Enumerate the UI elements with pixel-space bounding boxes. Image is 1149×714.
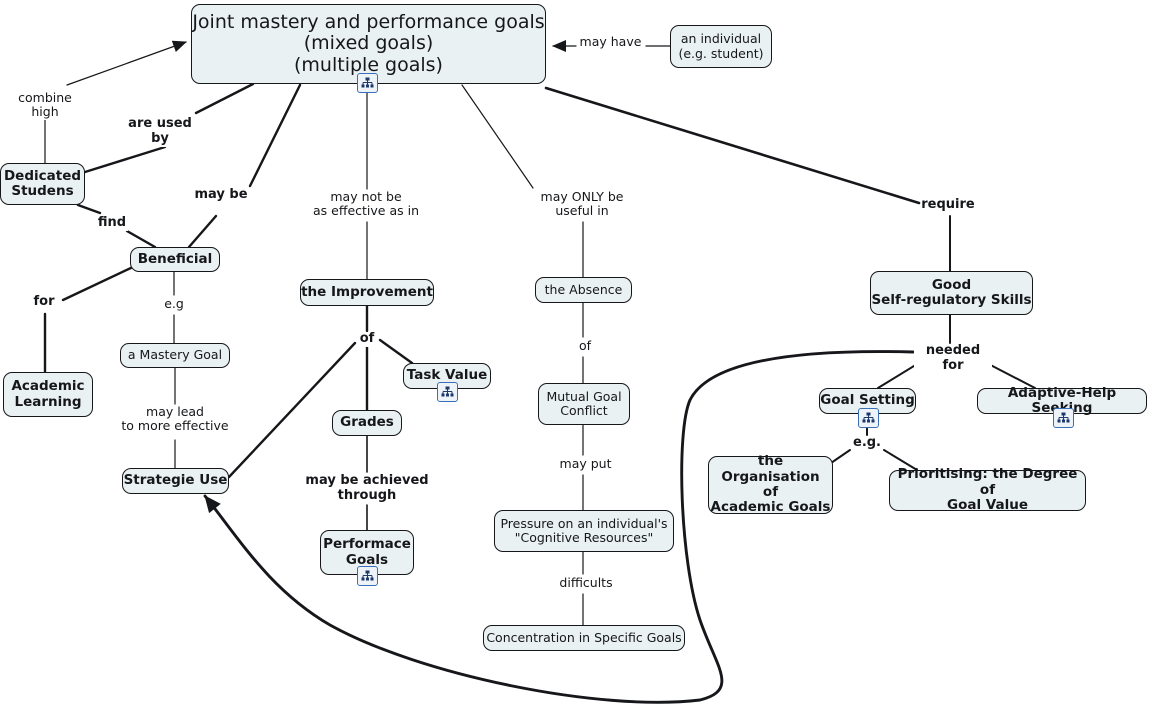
link-neededfor-to-adaptive [976,357,1036,389]
link-areusedby-to-dedicated [83,145,167,174]
link-of-to-strategieuse [227,341,357,479]
hierarchy-tree-icon-glyph [862,412,875,423]
node-good-self-regulatory-skills[interactable]: Good Self-regulatory Skills [870,271,1033,315]
hierarchy-tree-icon-glyph [1057,412,1070,423]
link-combine-high-to-joint [66,40,187,86]
link-dedicated-to-find [76,203,102,215]
node-a-mastery-goal[interactable]: a Mastery Goal [120,343,230,368]
hierarchy-tree-icon[interactable] [1053,408,1074,428]
hierarchy-tree-icon-glyph [441,386,454,397]
node-mutual-goal-conflict[interactable]: Mutual Goal Conflict [538,383,630,425]
link-of-to-taskvalue [378,338,414,365]
node-the-absence[interactable]: the Absence [535,277,632,303]
link-joint-to-mayonlybe [461,84,534,189]
link-eg-to-organisation [830,449,851,464]
node-the-improvement[interactable]: the Improvement [300,279,434,306]
node-concentration-in-specific-goals[interactable]: Concentration in Specific Goals [483,625,685,651]
hierarchy-tree-icon[interactable] [858,408,879,428]
node-grades[interactable]: Grades [332,410,402,436]
node-prioritising-degree-of-goal-value[interactable]: Prioritising: the Degree of Goal Value [889,467,1086,513]
link-beneficial-to-for [61,265,135,302]
node-joint-mastery-and-performance-goals[interactable]: Joint mastery and performance goals (mix… [191,4,546,84]
node-strategie-use[interactable]: Strategie Use [122,468,229,494]
node-the-organisation-of-academic-goals[interactable]: the Organisation of Academic Goals [708,454,833,515]
link-joint-to-areusedby [194,82,255,115]
link-neededfor-to-goalsetting [877,357,928,389]
link-maybe-to-beneficial [187,214,218,249]
hierarchy-tree-icon[interactable] [357,566,378,586]
node-academic-learning[interactable]: Academic Learning [3,372,93,417]
node-beneficial[interactable]: Beneficial [130,247,220,272]
node-dedicated-studens[interactable]: Dedicated Studens [0,163,85,205]
node-an-individual[interactable]: an individual (e.g. student) [670,25,772,68]
link-neededfor-to-strategieuse-curve [203,350,915,704]
hierarchy-tree-icon-glyph [361,77,374,88]
link-joint-to-require [544,86,921,205]
hierarchy-tree-icon-glyph [361,570,374,581]
link-eg-to-prioritising [883,449,918,471]
hierarchy-tree-icon[interactable] [357,73,378,93]
link-joint-to-maybe [248,83,302,188]
hierarchy-tree-icon[interactable] [437,382,458,402]
node-pressure-cognitive-resources[interactable]: Pressure on an individual's "Cognitive R… [494,510,674,552]
link-find-to-beneficial [125,229,157,249]
